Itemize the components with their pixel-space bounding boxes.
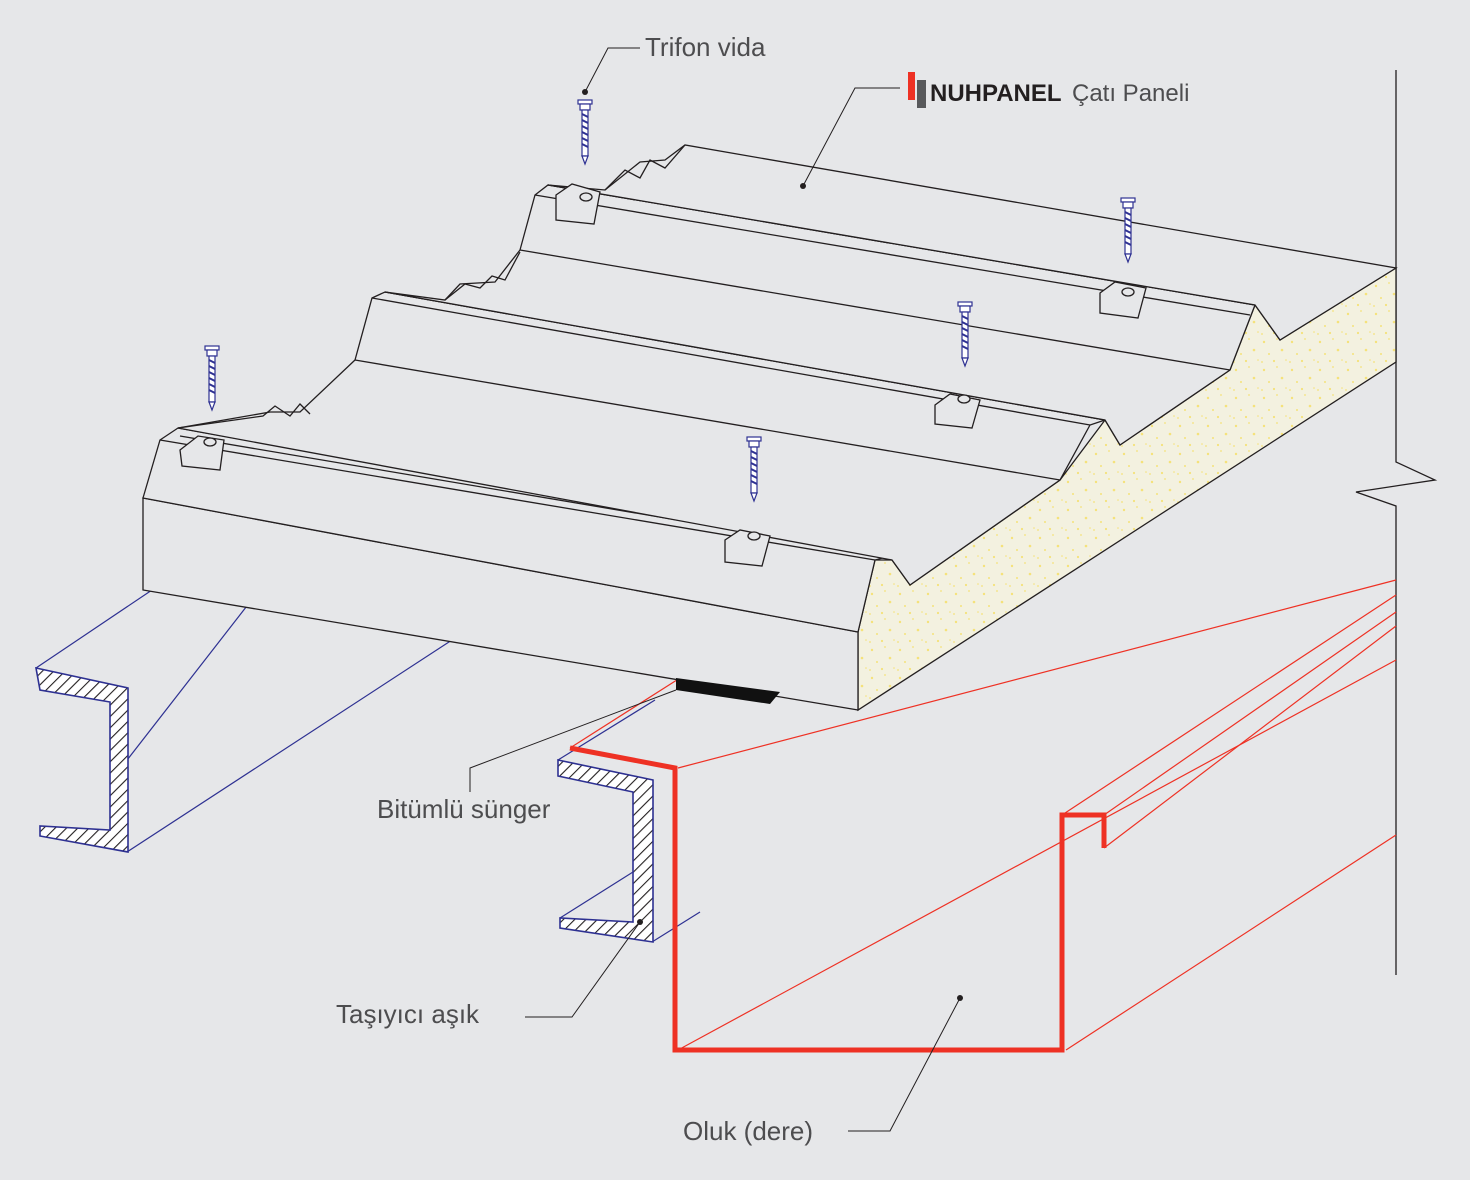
label-oluk-dere: Oluk (dere) — [683, 1116, 813, 1146]
gutter-oluk — [569, 579, 1397, 1053]
left-purlin — [34, 587, 453, 853]
label-trifon-vida: Trifon vida — [645, 32, 766, 62]
label-tasiyici-asik: Taşıyıcı aşık — [336, 999, 480, 1029]
label-cati-paneli: Çatı Paneli — [1072, 80, 1189, 107]
brand-mark-dark — [917, 80, 926, 108]
brand-mark-red — [908, 72, 915, 100]
screw-icon — [577, 99, 593, 165]
screw-washers — [179, 183, 1147, 567]
screw-icon — [204, 345, 220, 411]
wall-edge-line — [1355, 70, 1438, 975]
bitumen-foam-strip — [676, 678, 780, 704]
brand-name: NUHPANEL — [930, 80, 1062, 107]
leader-lines — [469, 47, 961, 1132]
brand-logo — [908, 72, 926, 108]
roof-panel — [142, 144, 1398, 711]
leader-dots — [582, 89, 963, 1001]
label-bitumlu-sunger: Bitümlü sünger — [377, 794, 551, 824]
right-purlin — [557, 699, 701, 943]
